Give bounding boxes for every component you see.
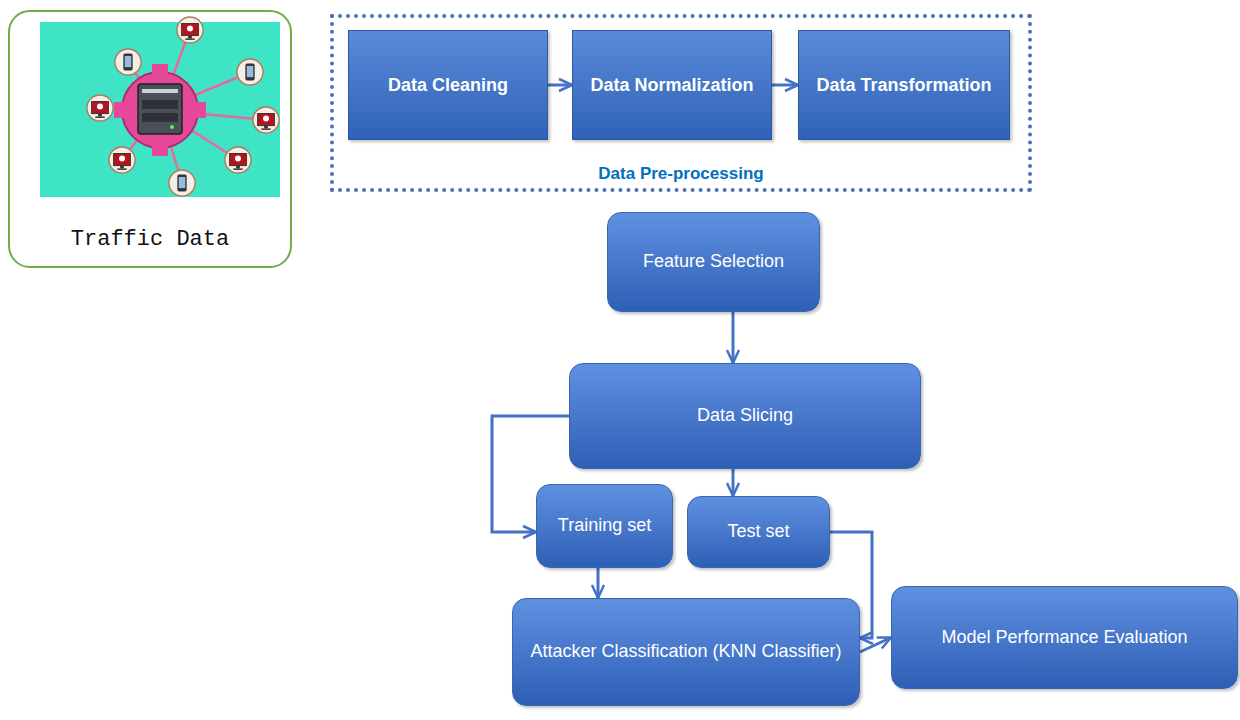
box-label: Model Performance Evaluation — [925, 626, 1203, 649]
box-label: Data Normalization — [578, 74, 765, 97]
box-label: Feature Selection — [629, 250, 798, 273]
process-box: Test set — [687, 496, 830, 568]
flow-arrow — [732, 312, 735, 363]
source-box: Traffic Data — [8, 10, 292, 268]
box-label: Data Transformation — [804, 74, 1003, 97]
flow-arrow — [732, 469, 735, 496]
box-label: Training set — [548, 514, 661, 537]
group-label: Data Pre-processing — [590, 164, 771, 184]
process-box: Data Slicing — [569, 363, 921, 469]
box-label: Attacker Classification (KNN Classifier) — [514, 640, 857, 663]
process-box: Model Performance Evaluation — [891, 586, 1238, 689]
box-label: Data Cleaning — [376, 74, 520, 97]
flow-arrow — [860, 638, 891, 653]
process-box: Data Transformation — [798, 30, 1010, 140]
illustration-ground — [40, 22, 280, 197]
flow-arrow — [772, 84, 798, 87]
box-label: Test set — [717, 520, 799, 543]
process-box: Data Cleaning — [348, 30, 548, 140]
group-band: Data Pre-processing Data Cleaning Data Nor… — [330, 14, 1032, 192]
process-box: Data Normalization — [572, 30, 772, 140]
box-label: Traffic Data — [59, 227, 241, 252]
process-box: Attacker Classification (KNN Classifier) — [512, 598, 860, 706]
client-icons — [87, 17, 279, 196]
process-box: Feature Selection — [607, 212, 820, 312]
process-box: Training set — [536, 484, 673, 568]
flow-arrow — [548, 84, 572, 87]
box-label: Data Slicing — [683, 404, 807, 427]
flow-arrow — [597, 568, 600, 598]
server-gear — [114, 64, 206, 156]
network-spokes — [100, 30, 266, 183]
